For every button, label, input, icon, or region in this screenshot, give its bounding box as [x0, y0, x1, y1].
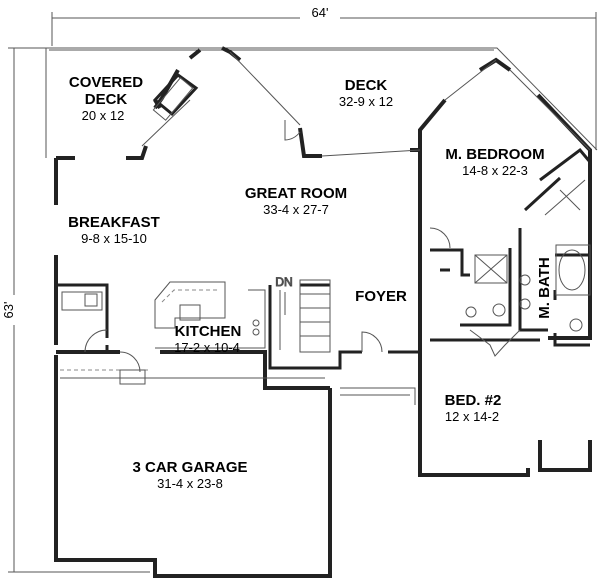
svg-text:KITCHEN: KITCHEN [175, 323, 242, 340]
svg-text:33-4 x 27-7: 33-4 x 27-7 [263, 202, 329, 217]
window-wall [141, 51, 591, 157]
svg-text:DECK: DECK [345, 77, 388, 94]
interior-wall [56, 147, 592, 370]
bath-fixtures [465, 179, 591, 332]
svg-text:GREAT ROOM: GREAT ROOM [245, 185, 347, 202]
svg-text:17-2 x 10-4: 17-2 x 10-4 [174, 340, 240, 355]
deck-outline [45, 47, 598, 158]
svg-text:DECK: DECK [85, 91, 128, 108]
svg-text:M. BEDROOM: M. BEDROOM [445, 146, 544, 163]
svg-text:M. BATH: M. BATH [536, 257, 553, 318]
stair-direction-label: DN [275, 275, 292, 289]
room-covered-deck: COVERED DECK 20 x 12 [69, 74, 143, 123]
room-garage: 3 CAR GARAGE 31-4 x 23-8 [132, 459, 247, 491]
depth-dimension: 63' [1, 47, 150, 573]
svg-text:32-9 x 12: 32-9 x 12 [339, 94, 393, 109]
room-kitchen: KITCHEN 17-2 x 10-4 [174, 323, 241, 355]
svg-text:12 x 14-2: 12 x 14-2 [445, 409, 499, 424]
width-dimension-label: 64' [312, 5, 329, 20]
svg-text:14-8 x 22-3: 14-8 x 22-3 [462, 163, 528, 178]
svg-text:COVERED: COVERED [69, 74, 143, 91]
width-dimension: 64' [51, 5, 597, 150]
stairs: DN [275, 275, 331, 353]
svg-text:BREAKFAST: BREAKFAST [68, 214, 160, 231]
doors [84, 120, 521, 373]
svg-text:31-4 x 23-8: 31-4 x 23-8 [157, 476, 223, 491]
room-great-room: GREAT ROOM 33-4 x 27-7 [245, 185, 347, 217]
svg-text:20 x 12: 20 x 12 [82, 108, 125, 123]
garage-door-lines [60, 377, 416, 405]
svg-text:FOYER: FOYER [355, 288, 407, 305]
room-master-bath: M. BATH [536, 257, 553, 318]
room-breakfast: BREAKFAST 9-8 x 15-10 [68, 214, 160, 246]
room-bedroom-2: BED. #2 12 x 14-2 [445, 392, 502, 424]
fireplace [152, 73, 199, 121]
room-foyer: FOYER [355, 288, 407, 305]
svg-text:BED. #2: BED. #2 [445, 392, 502, 409]
kitchen-counters [60, 281, 266, 385]
room-master-bedroom: M. BEDROOM 14-8 x 22-3 [445, 146, 544, 178]
svg-text:9-8 x 15-10: 9-8 x 15-10 [81, 231, 147, 246]
depth-dimension-label: 63' [1, 302, 16, 319]
svg-text:3 CAR GARAGE: 3 CAR GARAGE [132, 459, 247, 476]
room-deck: DECK 32-9 x 12 [339, 77, 393, 109]
